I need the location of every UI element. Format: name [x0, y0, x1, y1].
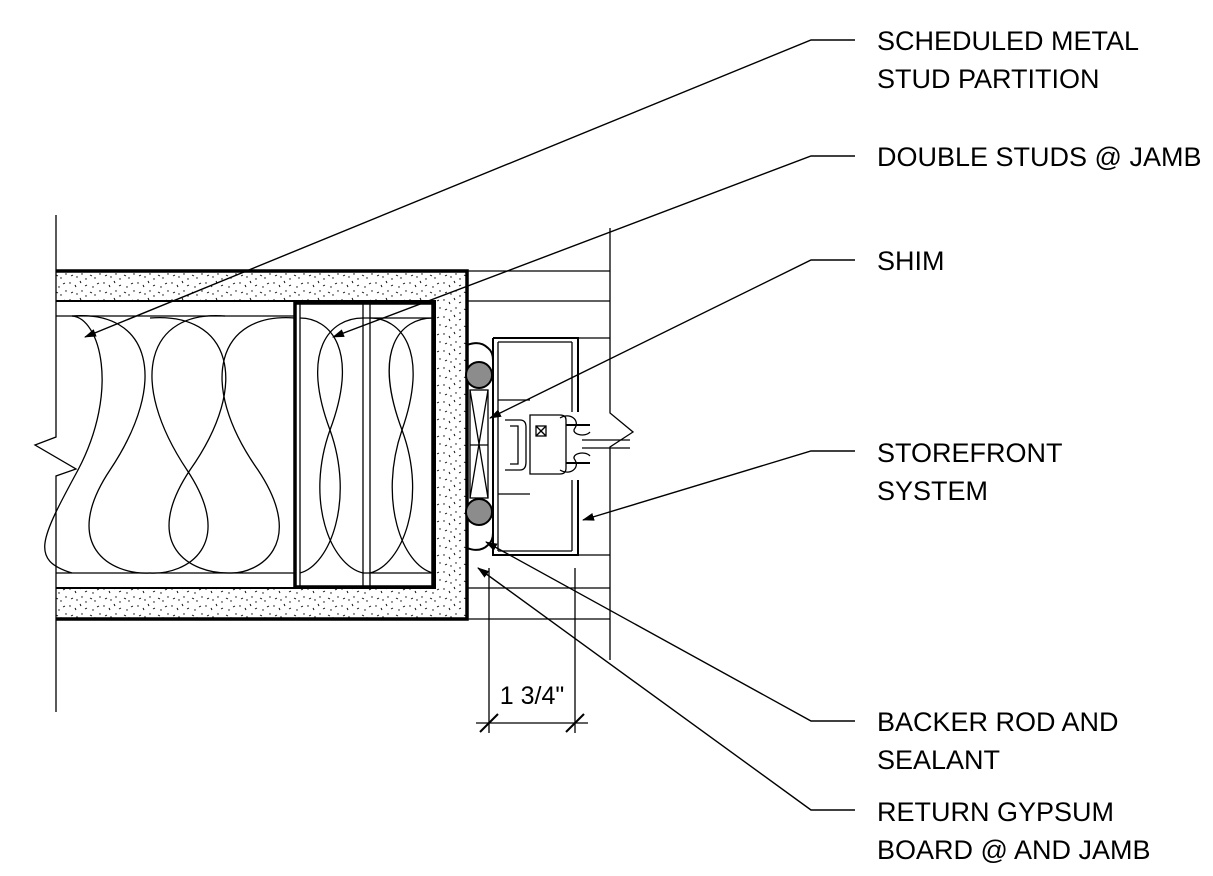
wall-break-line: [33, 215, 78, 712]
wall-outline: [56, 269, 469, 621]
label-shim: SHIM: [877, 246, 945, 276]
label-line: BACKER ROD AND: [877, 707, 1119, 737]
leader-shim: [489, 259, 855, 419]
leader-return-gypsum: [477, 567, 855, 811]
gypsum-inner-face: [56, 300, 436, 589]
label-line: RETURN GYPSUM: [877, 797, 1114, 827]
backer-rods: [465, 361, 493, 526]
leader-metal-stud-partition: [84, 39, 855, 338]
gypsum-board-top: [56, 271, 467, 301]
leader-storefront-system: [582, 450, 855, 521]
dimension-1-3-4: 1 3/4": [476, 568, 588, 733]
label-line: SHIM: [877, 246, 945, 276]
adjacent-wall-lines: [467, 228, 635, 660]
gypsum-board-return: [435, 301, 467, 588]
metal-stud-partition: [33, 215, 469, 712]
double-studs: [293, 301, 435, 589]
backer-rod-top: [465, 361, 493, 389]
label-storefront-system: STOREFRONT SYSTEM: [877, 438, 1070, 506]
dimension-label: 1 3/4": [500, 682, 564, 710]
label-line: SYSTEM: [877, 476, 988, 506]
label-line: BOARD @ AND JAMB: [877, 835, 1150, 865]
label-line: SEALANT: [877, 745, 1000, 775]
leader-double-studs: [332, 155, 855, 338]
label-metal-stud-partition: SCHEDULED METAL STUD PARTITION: [877, 26, 1146, 94]
adjacent-wall-break-line: [609, 228, 635, 660]
backer-rod-bottom: [465, 498, 493, 526]
leader-backer-rod: [485, 541, 855, 722]
shim: [469, 389, 489, 499]
gypsum-board-bottom: [56, 588, 467, 619]
label-line: STUD PARTITION: [877, 64, 1100, 94]
label-line: DOUBLE STUDS @ JAMB: [877, 142, 1201, 172]
callout-labels: SCHEDULED METAL STUD PARTITION DOUBLE ST…: [877, 26, 1201, 865]
label-line: SCHEDULED METAL: [877, 26, 1139, 56]
label-double-studs: DOUBLE STUDS @ JAMB: [877, 142, 1201, 172]
label-backer-rod: BACKER ROD AND SEALANT: [877, 707, 1126, 775]
batt-insulation: [44, 315, 296, 574]
label-return-gypsum: RETURN GYPSUM BOARD @ AND JAMB: [877, 797, 1150, 865]
label-line: STOREFRONT: [877, 438, 1062, 468]
leaders: [84, 39, 855, 811]
